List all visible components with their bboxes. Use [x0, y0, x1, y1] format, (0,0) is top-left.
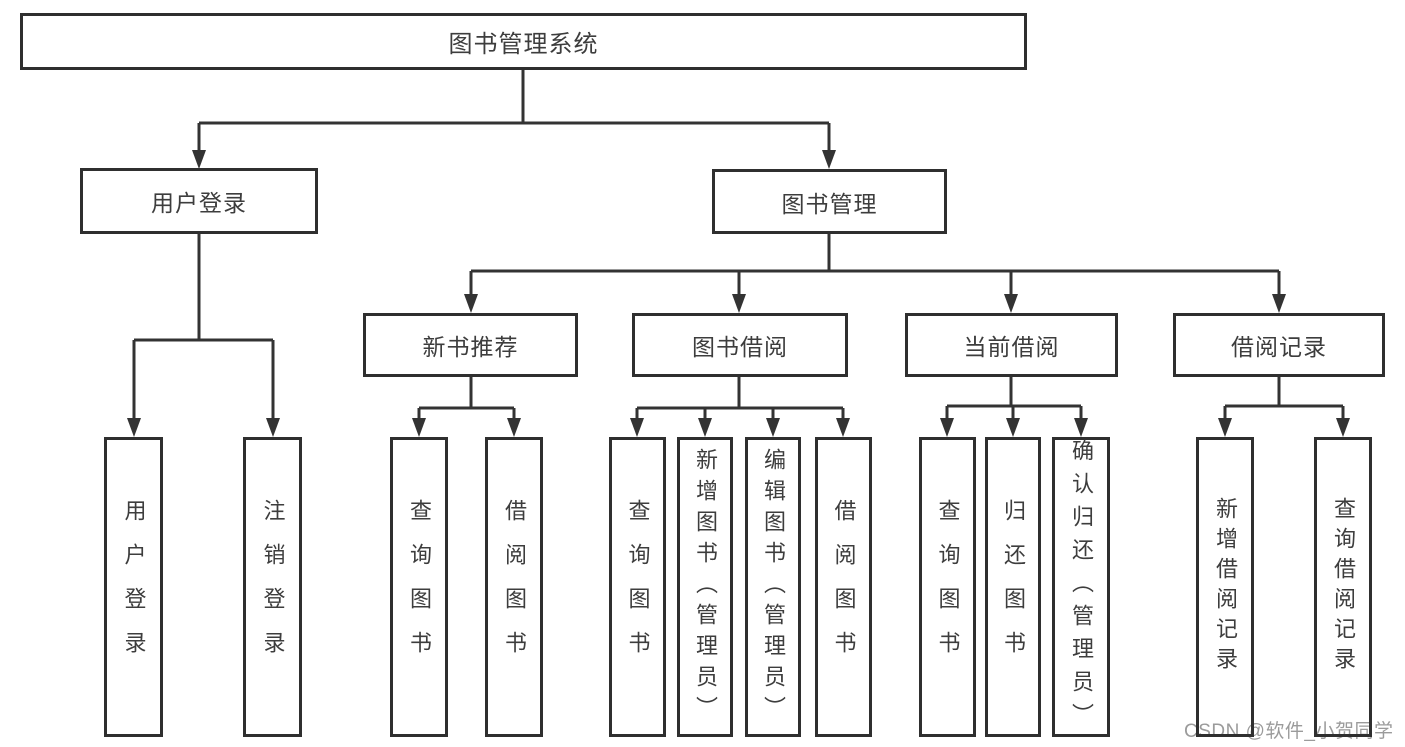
leaf-add-borrow-record: 新增借阅记录 — [1196, 437, 1254, 737]
node-user-login: 用户登录 — [80, 168, 318, 234]
connector-current-borrow-to-leaves — [945, 377, 1083, 418]
arrowheads — [127, 150, 1350, 437]
leaf-add-books-admin-label: 新增图书（管理员） — [693, 447, 718, 727]
leaf-query-books-b: 查询图书 — [609, 437, 666, 737]
leaf-edit-books-admin: 编辑图书（管理员） — [745, 437, 801, 737]
node-new-book-rec-label: 新书推荐 — [422, 334, 519, 360]
leaf-borrow-books-a-label: 借阅图书 — [502, 499, 527, 675]
node-borrow-records-label: 借阅记录 — [1231, 334, 1327, 360]
leaf-user-login: 用户登录 — [104, 437, 163, 737]
node-current-borrow: 当前借阅 — [905, 313, 1118, 377]
leaf-query-books-b-label: 查询图书 — [625, 499, 651, 675]
leaf-query-books-a-label: 查询图书 — [407, 499, 432, 675]
leaf-edit-books-admin-label: 编辑图书（管理员） — [761, 447, 786, 727]
leaf-query-books-c-label: 查询图书 — [935, 499, 961, 675]
node-root-label: 图书管理系统 — [448, 31, 599, 58]
node-current-borrow-label: 当前借阅 — [963, 334, 1060, 360]
node-book-mgmt: 图书管理 — [712, 169, 947, 234]
connector-book-mgmt-to-level3 — [469, 234, 1281, 294]
node-book-mgmt-label: 图书管理 — [781, 190, 878, 217]
leaf-query-books-a: 查询图书 — [390, 437, 448, 737]
connector-root-to-level2 — [197, 70, 831, 150]
node-book-borrow-label: 图书借阅 — [692, 334, 788, 360]
leaf-confirm-return-admin-label: 确认归还（管理员） — [1069, 438, 1094, 736]
connector-new-book-rec-to-leaves — [417, 377, 516, 418]
node-borrow-records: 借阅记录 — [1173, 313, 1385, 377]
leaf-add-borrow-record-label: 新增借阅记录 — [1213, 497, 1238, 677]
node-new-book-rec: 新书推荐 — [363, 313, 578, 377]
leaf-borrow-books-b: 借阅图书 — [815, 437, 872, 737]
leaf-logout-label: 注销登录 — [260, 499, 286, 675]
leaf-query-books-c: 查询图书 — [919, 437, 976, 737]
node-root: 图书管理系统 — [20, 13, 1027, 70]
connector-book-borrow-to-leaves — [635, 377, 845, 418]
leaf-borrow-books-b-label: 借阅图书 — [831, 499, 857, 675]
leaf-query-borrow-record: 查询借阅记录 — [1314, 437, 1372, 737]
leaf-return-books: 归还图书 — [985, 437, 1041, 737]
leaf-query-borrow-record-label: 查询借阅记录 — [1331, 497, 1356, 677]
connector-user-login-to-leaves — [132, 234, 275, 418]
leaf-return-books-label: 归还图书 — [1001, 499, 1026, 675]
leaf-user-login-label: 用户登录 — [121, 499, 147, 675]
leaf-confirm-return-admin: 确认归还（管理员） — [1052, 437, 1110, 737]
node-user-login-label: 用户登录 — [151, 190, 247, 216]
leaf-logout: 注销登录 — [243, 437, 302, 737]
leaf-add-books-admin: 新增图书（管理员） — [677, 437, 733, 737]
node-book-borrow: 图书借阅 — [632, 313, 848, 377]
connector-borrow-records-to-leaves — [1223, 377, 1345, 418]
leaf-borrow-books-a: 借阅图书 — [485, 437, 543, 737]
